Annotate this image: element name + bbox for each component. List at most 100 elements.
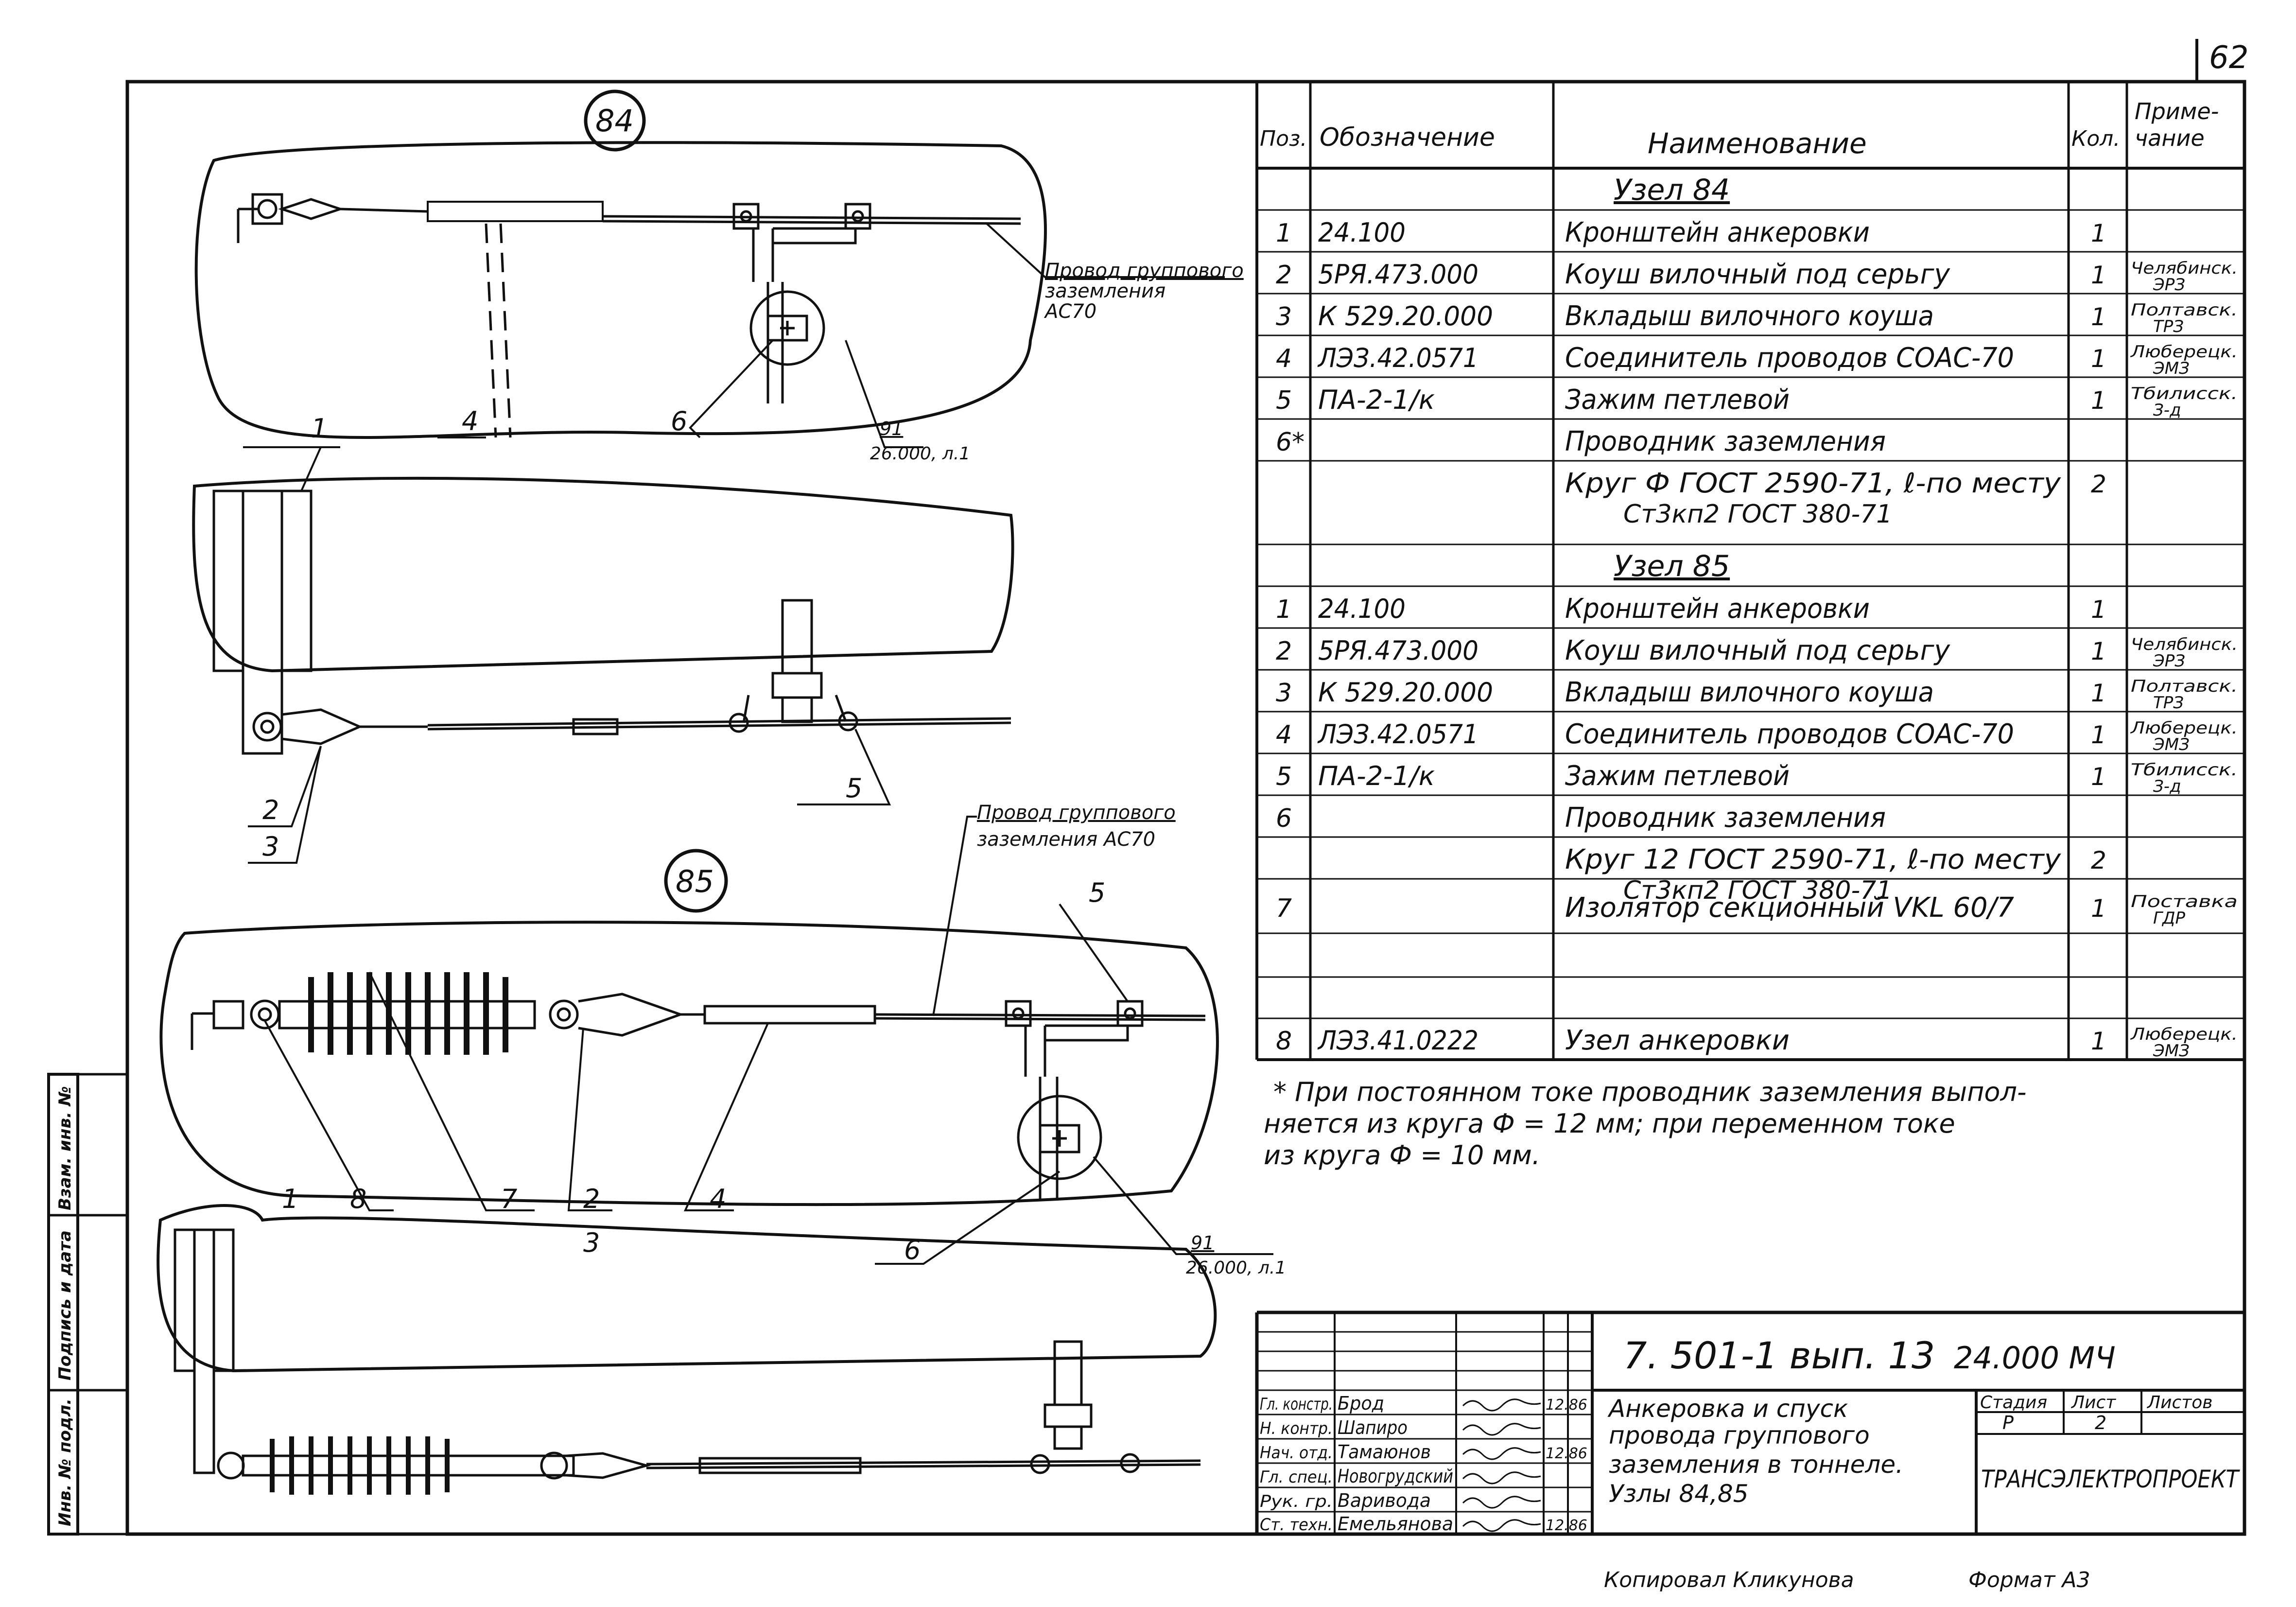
table-row-18-name: Узел анкеровки (1565, 1025, 1790, 1056)
signature-date-5: 12.86 (1546, 1517, 1587, 1534)
table-row-18-note-2: ЭМЗ (2153, 1041, 2190, 1061)
table-row-2-pos: 2 (1276, 261, 1292, 290)
signature-name-5: Емельянова (1338, 1513, 1453, 1535)
sheet-header: Лист (2070, 1393, 2116, 1413)
node-84-callouts (437, 223, 1225, 448)
callout-5-node85: 5 (1089, 877, 1105, 908)
table-row-11-note-1: Челябинск. (2131, 635, 2238, 654)
table-row-2-name: Коуш вилочный под серьгу (1565, 259, 1950, 290)
table-row-12-note-1: Полтавск. (2131, 677, 2238, 696)
stage-header: Стадия (1980, 1393, 2047, 1413)
callout-2-node85: 2 (583, 1184, 600, 1214)
signature-mark-3 (1462, 1471, 1541, 1485)
callout-3-node85: 3 (583, 1227, 600, 1258)
table-row-17-note-1: Поставка (2131, 892, 2238, 911)
wire-label-84-line3: АС70 (1044, 300, 1096, 323)
table-row-18-designation: ЛЭЗ.41.0222 (1317, 1025, 1478, 1056)
table-row-7-name2: Ст3кп2 ГОСТ 380-71 (1623, 500, 1892, 529)
table-row-11-note-2: ЭРЗ (2153, 651, 2185, 671)
table-row-2-designation: 5РЯ.473.000 (1318, 259, 1478, 290)
signature-date-0: 12.86 (1546, 1397, 1587, 1414)
table-row-12-qty: 1 (2091, 679, 2106, 707)
signature-role-4: Рук. гр. (1260, 1492, 1333, 1511)
signature-role-0: Гл. констр. (1260, 1395, 1333, 1414)
table-row-10-pos: 1 (1276, 595, 1292, 624)
callout-4-node84: 4 (462, 406, 478, 437)
header-pos: Поз. (1260, 126, 1307, 151)
stage-value: Р (2002, 1412, 2014, 1433)
table-row-12-note-2: ТРЗ (2153, 693, 2184, 713)
node-85-marker (664, 849, 728, 913)
table-row-14-qty: 1 (2091, 763, 2106, 791)
table-row-5-note-1: Тбилисск. (2131, 384, 2238, 403)
ref-label-85-num: 91 (1191, 1232, 1214, 1254)
table-row-14-name: Зажим петлевой (1565, 760, 1790, 792)
table-row-12-designation: К 529.20.000 (1318, 677, 1493, 708)
table-row-11-pos: 2 (1276, 637, 1292, 666)
node-84-labels: 84 Провод группового заземления АС70 4 6… (462, 103, 1244, 464)
table-row-18-pos: 8 (1276, 1027, 1292, 1056)
title-block-text: 7. 501-1 вып. 13 24.000 МЧ Анкеровка и с… (1607, 1334, 2240, 1508)
table-row-17-pos: 7 (1276, 894, 1292, 923)
table-row-10-qty: 1 (2091, 595, 2106, 624)
table-row-3-qty: 1 (2091, 303, 2106, 331)
specification-table (1255, 82, 2244, 1061)
table-row-4-designation: ЛЭЗ.42.0571 (1317, 343, 1478, 373)
footer-format: Формат А3 (1968, 1568, 2090, 1592)
table-row-1-qty: 1 (2091, 219, 2106, 247)
footnote-line-3: из круга Ф = 10 мм. (1264, 1140, 1540, 1170)
page-number: 62 (2209, 40, 2248, 76)
node-84-plan-view (194, 89, 1047, 439)
table-row-18-note-1: Люберецк. (2130, 1025, 2238, 1044)
table-row-7-name: Круг Ф ГОСТ 2590-71, ℓ-по месту (1565, 468, 2061, 499)
table-row-5-qty: 1 (2091, 386, 2106, 415)
table-row-11-qty: 1 (2091, 637, 2106, 665)
header-qty: Кол. (2071, 126, 2120, 151)
signature-role-3: Гл. спец. (1260, 1467, 1333, 1487)
sheets-header: Листов (2146, 1393, 2212, 1413)
footnote-line-2: няется из круга Ф = 12 мм; при переменно… (1264, 1108, 1955, 1139)
header-name: Наименование (1648, 127, 1867, 160)
signature-mark-5 (1462, 1519, 1541, 1532)
table-row-9-name: Узел 85 (1614, 549, 1730, 583)
table-row-16-name: Круг 12 ГОСТ 2590-71, ℓ-по месту (1565, 844, 2061, 875)
title-line-4: Узлы 84,85 (1609, 1480, 1749, 1508)
table-row-14-note-2: З-д (2153, 777, 2181, 796)
table-row-18-qty: 1 (2091, 1027, 2106, 1055)
title-line-1: Анкеровка и спуск (1607, 1395, 1848, 1423)
table-row-11-name: Коуш вилочный под серьгу (1565, 635, 1950, 666)
signature-mark-1 (1462, 1423, 1541, 1436)
callout-1-node85: 1 (282, 1184, 298, 1214)
ref-label-84-sheet: 26.000, л.1 (870, 444, 970, 464)
organization: ТРАНСЭЛЕКТРОПРОЕКТ (1981, 1465, 2240, 1493)
wire-label-85-line2: заземления АС70 (977, 828, 1155, 851)
signature-name-3: Новогрудский (1338, 1466, 1453, 1487)
table-row-7-qty: 2 (2091, 470, 2106, 498)
footnote: * При постоянном токе проводник заземлен… (1264, 1077, 2026, 1170)
signature-mark-2 (1462, 1447, 1541, 1460)
table-row-1-name: Кронштейн анкеровки (1565, 217, 1870, 248)
node-85-plan-view (159, 849, 1219, 1206)
table-row-16-name2: Ст3кп2 ГОСТ 380-71 (1623, 876, 1892, 905)
footer-copied-by: Копировал Кликунова (1604, 1568, 1854, 1592)
table-row-3-name: Вкладыш вилочного коуша (1565, 300, 1934, 332)
signature-mark-0 (1462, 1398, 1541, 1412)
callout-1-node84: 1 (311, 413, 328, 444)
signature-role-2: Нач. отд. (1260, 1443, 1333, 1463)
table-row-4-note-2: ЭМЗ (2153, 359, 2190, 378)
node-85-number: 85 (676, 864, 714, 899)
table-row-4-pos: 4 (1276, 344, 1292, 373)
table-row-13-name: Соединитель проводов СОАС-70 (1565, 718, 2014, 750)
wire-label-84-line2: заземления (1045, 280, 1165, 302)
table-row-6-name: Проводник заземления (1565, 426, 1886, 457)
table-row-13-designation: ЛЭЗ.42.0571 (1317, 719, 1478, 750)
signature-mark-4 (1462, 1496, 1541, 1509)
table-row-15-pos: 6 (1276, 804, 1292, 833)
callout-4-node85: 4 (710, 1184, 726, 1214)
table-row-15-name: Проводник заземления (1565, 802, 1886, 834)
table-row-6-pos: 6* (1276, 428, 1305, 457)
table-row-10-name: Кронштейн анкеровки (1565, 593, 1870, 625)
table-row-13-pos: 4 (1276, 720, 1292, 750)
table-row-16-qty: 2 (2091, 846, 2106, 874)
